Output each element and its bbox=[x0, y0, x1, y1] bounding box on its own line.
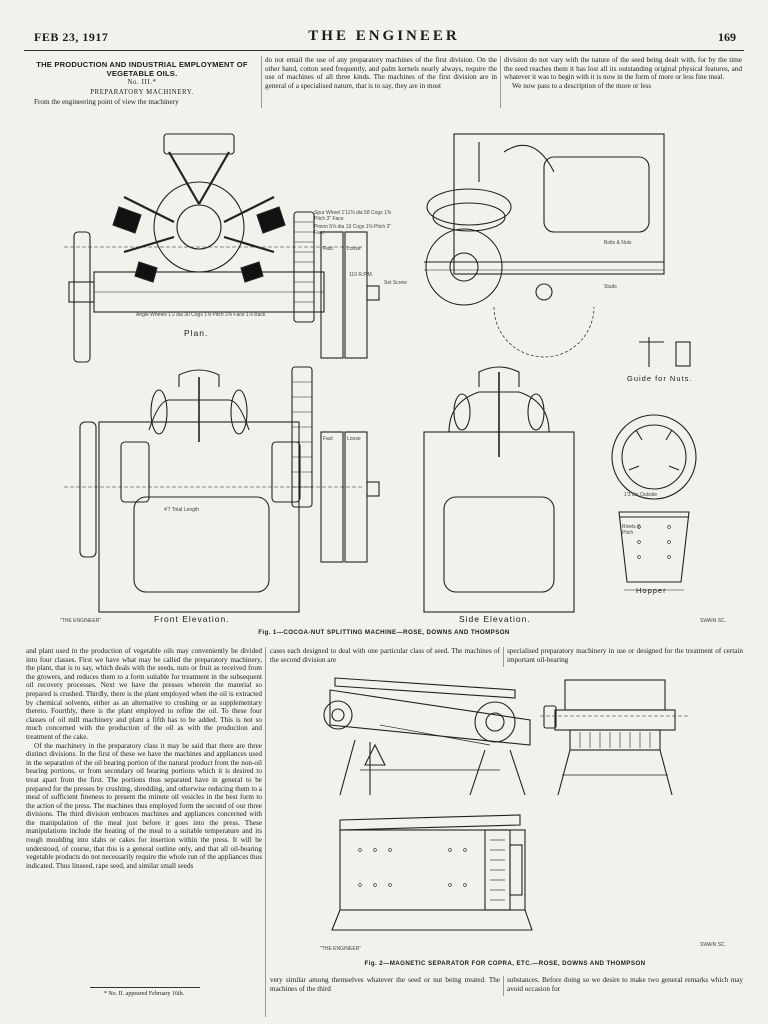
figure-2-caption: Fig. 2—MAGNETIC SEPARATOR FOR COPRA, ETC… bbox=[364, 960, 646, 967]
engraver-credit: SWAIN SC. bbox=[700, 942, 726, 948]
column-2-mid: cases each designed to deal with one par… bbox=[270, 647, 500, 664]
engineer-credit: "THE ENGINEER" bbox=[320, 946, 362, 952]
annotation-dia-outside: 1'3 dia Outside bbox=[624, 492, 658, 498]
separator-side-view bbox=[323, 677, 531, 796]
label-front-elevation: Front Elevation. bbox=[154, 614, 230, 624]
paragraph: and plant used in the production of vege… bbox=[26, 647, 262, 741]
annotation-spur-wheel: Spur Wheel 1'11⅜ dia 58 Cogs 1⅜ Pitch 3"… bbox=[314, 210, 392, 222]
guide-ring-drawing bbox=[611, 414, 697, 500]
separator-end-view bbox=[540, 679, 690, 796]
hopper-drawing bbox=[618, 511, 690, 591]
paragraph: cases each designed to deal with one par… bbox=[270, 647, 500, 664]
column-divider bbox=[261, 56, 262, 108]
plan-view bbox=[64, 133, 380, 363]
label-side-elevation: Side Elevation. bbox=[459, 614, 531, 624]
label-hopper: Hopper bbox=[636, 586, 667, 595]
paragraph: Of the machinery in the preparatory clas… bbox=[26, 741, 262, 870]
paragraph: very similar among themselves whatever t… bbox=[270, 976, 500, 993]
figure-1-caption: Fig. 1—COCOA-NUT SPLITTING MACHINE—ROSE,… bbox=[258, 629, 510, 636]
column-divider bbox=[500, 56, 501, 108]
annotation-fast: Fast bbox=[323, 246, 333, 252]
article-section: PREPARATORY MACHINERY. bbox=[90, 88, 194, 96]
figure-1: Spur Wheel 1'11⅜ dia 58 Cogs 1⅜ Pitch 3"… bbox=[24, 112, 744, 632]
paragraph: specialised preparatory machinery in use… bbox=[507, 647, 743, 664]
front-elevation bbox=[64, 366, 380, 613]
side-elevation bbox=[423, 366, 575, 613]
separator-plan-view bbox=[331, 814, 533, 931]
column-3-mid: specialised preparatory machinery in use… bbox=[507, 647, 743, 664]
annotation-pinion: Pinion 5⅝ dia 13 Cogs 1⅜ Pitch 3" Face bbox=[314, 224, 392, 236]
annotation-rivets: Rivets 2 Pitch bbox=[622, 524, 641, 536]
annotation-loose: Loose bbox=[347, 246, 361, 252]
column-divider bbox=[503, 976, 504, 996]
annotation-angle-wheels: Angle Wheels 1'2 dia 30 Cogs 1⅜ Pitch 2⅜… bbox=[136, 312, 266, 318]
column-3-top: division do not vary with the nature of … bbox=[504, 56, 742, 90]
publication-title: THE ENGINEER bbox=[308, 28, 460, 44]
page-header: FEB 23, 1917 THE ENGINEER 169 bbox=[24, 28, 744, 50]
article-title: THE PRODUCTION AND INDUSTRIAL EMPLOYMENT… bbox=[36, 60, 248, 78]
paragraph: We now pass to a description of the more… bbox=[512, 81, 652, 90]
header-rule bbox=[24, 50, 744, 51]
engraver-credit: SWAIN SC. bbox=[700, 618, 726, 624]
figure-2: "THE ENGINEER" SWAIN SC. bbox=[300, 670, 745, 960]
column-divider bbox=[265, 647, 266, 1017]
figure-1-drawing bbox=[64, 133, 697, 613]
guide-for-nuts-drawing bbox=[639, 337, 691, 367]
page-number: 169 bbox=[718, 30, 736, 44]
annotation-bolts-nuts: Bolts & Nuts bbox=[604, 240, 632, 246]
article-part: No. III.* bbox=[127, 79, 157, 86]
footnote: * No. II. appeared February 16th. bbox=[103, 991, 185, 997]
paragraph: From the engineering point of view the m… bbox=[34, 98, 179, 107]
paragraph: do not entail the use of any preparatory… bbox=[265, 56, 497, 90]
annotation-loose: Loose bbox=[347, 436, 361, 442]
side-plan-view bbox=[424, 133, 665, 358]
column-2-bottom: very similar among themselves whatever t… bbox=[270, 976, 500, 993]
column-divider bbox=[503, 647, 504, 667]
label-guide-for-nuts: Guide for Nuts. bbox=[627, 374, 693, 383]
engineer-credit: "THE ENGINEER" bbox=[60, 618, 102, 624]
figure-2-drawing bbox=[323, 677, 690, 931]
annotation-total-length: 4'7 Total Length bbox=[164, 507, 200, 513]
paragraph: substances. Before doing so we desire to… bbox=[507, 976, 743, 993]
column-1-top: THE PRODUCTION AND INDUSTRIAL EMPLOYMENT… bbox=[26, 60, 258, 107]
annotation-fast: Fast bbox=[323, 436, 333, 442]
annotation-set-screw: Set Screw bbox=[384, 280, 407, 286]
column-1-bottom: and plant used in the production of vege… bbox=[26, 647, 262, 870]
label-plan: Plan. bbox=[184, 328, 209, 338]
paragraph: division do not vary with the nature of … bbox=[504, 56, 742, 82]
annotation-rpm: 110 R.P.M. bbox=[349, 272, 373, 278]
annotation-studs: Studs bbox=[604, 284, 617, 290]
column-2-top: do not entail the use of any preparatory… bbox=[265, 56, 497, 90]
issue-date: FEB 23, 1917 bbox=[34, 30, 109, 44]
column-3-bottom: substances. Before doing so we desire to… bbox=[507, 976, 743, 993]
footnote-rule bbox=[90, 987, 200, 988]
